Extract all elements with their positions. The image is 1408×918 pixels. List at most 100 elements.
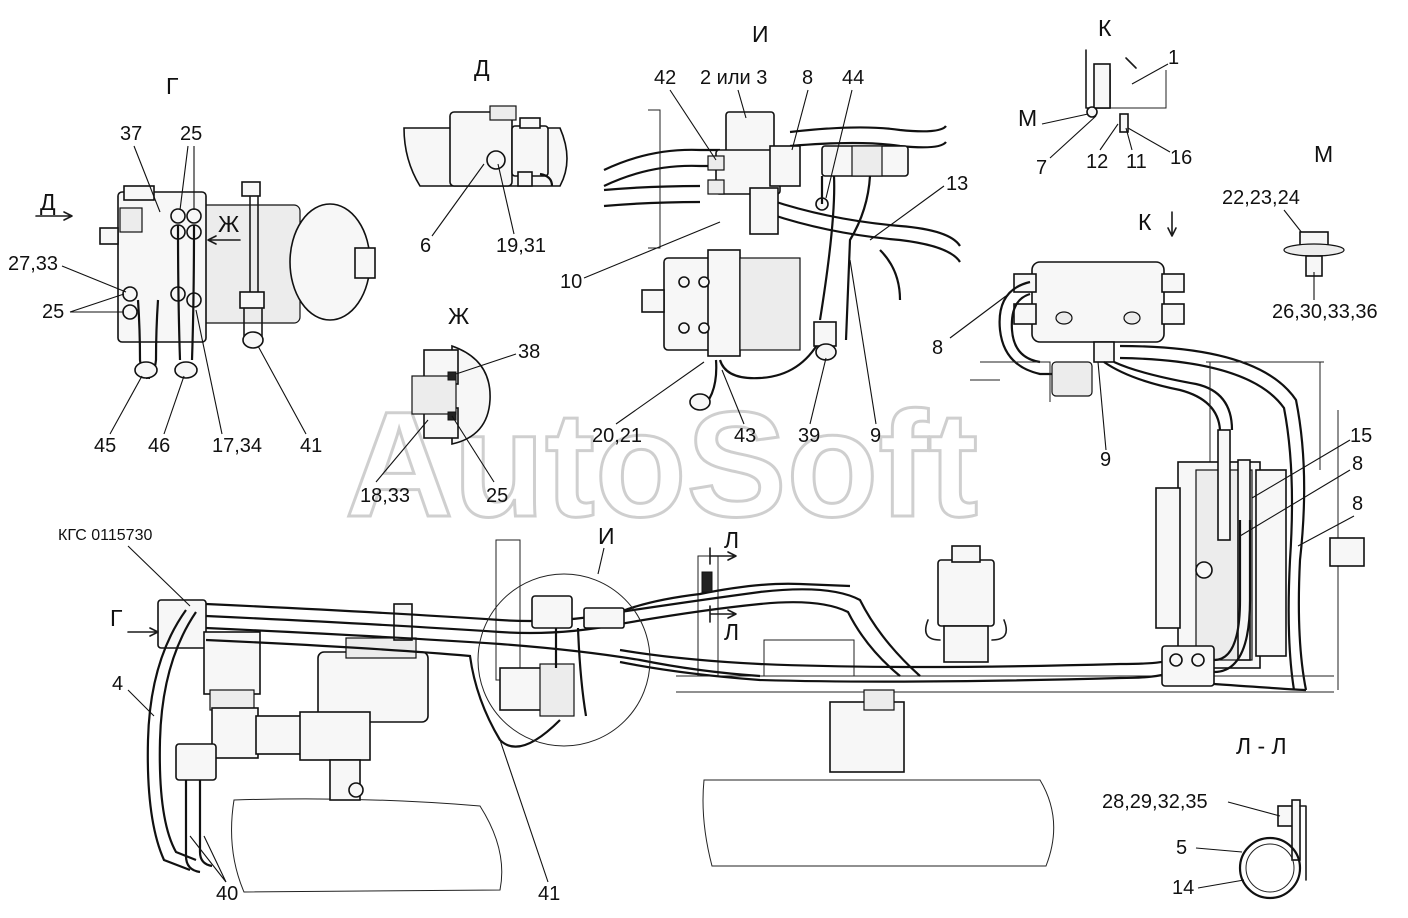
i-hose-upper-1	[603, 148, 720, 171]
g-hose-41-loop	[243, 307, 263, 337]
right-distributor-port-1	[1169, 653, 1183, 667]
mid-valve-arms	[924, 619, 1008, 641]
cooler-side-right	[1255, 469, 1287, 657]
g-hose-46-end	[174, 361, 198, 379]
callout-i-44: 44	[842, 67, 864, 89]
clamp-l	[701, 571, 713, 593]
callout-main-kgs: КГС 0115730	[58, 527, 152, 544]
view-label-g: Г	[166, 73, 179, 99]
leader-l-5	[1195, 847, 1243, 853]
i-hose-lower-2	[603, 200, 701, 208]
cooler-right-hub	[1329, 537, 1365, 567]
callout-g-25-left: 25	[42, 301, 64, 323]
i-valve-side	[769, 145, 801, 187]
k-bolt-7	[1086, 106, 1098, 118]
g-shaft	[354, 247, 376, 279]
callout-d-19-31: 19,31	[496, 235, 546, 257]
d-fitting	[486, 150, 506, 170]
callout-main-4: 4	[112, 673, 123, 695]
hose-40-a	[184, 780, 201, 874]
view-g: Г Д Ж 37	[8, 73, 376, 457]
circle-hose-b	[576, 627, 588, 717]
tank-hose-long-b	[1119, 356, 1296, 691]
callout-k-12: 12	[1086, 151, 1108, 173]
frame-ground-left	[231, 798, 503, 893]
l-hose-outer	[1238, 836, 1302, 900]
tank-cap-right	[1123, 311, 1141, 325]
leader-zh-18-33	[375, 419, 429, 483]
right-hose-bottom	[1213, 682, 1307, 692]
d-hose	[539, 172, 554, 187]
k-fitting-11	[1119, 113, 1129, 133]
leader-zh-25	[451, 415, 495, 483]
callout-i-8: 8	[802, 67, 813, 89]
leader-i-39	[809, 357, 827, 425]
mid-valve-foot	[943, 625, 989, 663]
view-arrow-k-label: К	[1138, 209, 1152, 235]
callout-k-16: 16	[1170, 147, 1192, 169]
cooler-center-plug	[1195, 561, 1213, 579]
callout-i-20-21: 20,21	[592, 425, 642, 447]
callout-k-11: 11	[1126, 151, 1147, 173]
g-hose-41-cap	[241, 181, 261, 197]
corrugated-hose-4b	[158, 611, 197, 862]
main-filter-block	[203, 631, 261, 695]
section-l-top-label: Л	[724, 527, 739, 553]
tank-hose-8b	[1010, 292, 1041, 364]
l-bracket	[1291, 799, 1301, 861]
i-fitting-39-end	[815, 343, 837, 361]
leader-d-19-31	[497, 163, 515, 235]
main-valve-lower	[211, 707, 259, 759]
i-hose-9	[844, 175, 872, 341]
section-l-l-label: Л - Л	[1236, 733, 1287, 759]
i-hose-right-1	[789, 125, 947, 134]
main-junction-box	[175, 743, 217, 781]
main-motor-bolt	[348, 782, 364, 798]
callout-l-28-29-32-35: 28,29,32,35	[1102, 791, 1208, 813]
section-l-l: Л - Л 28,29,32,35 5 14	[1102, 733, 1307, 900]
l-clip	[1299, 805, 1307, 881]
callout-r-9: 9	[1100, 449, 1111, 471]
circle-solenoid	[583, 607, 625, 629]
tank-outlet	[1093, 341, 1115, 363]
frame-ground-right	[702, 779, 1055, 867]
callout-l-14: 14	[1172, 877, 1194, 899]
callout-i-42: 42	[654, 67, 676, 89]
cooler-side-left	[1155, 487, 1181, 629]
leader-main-40	[189, 835, 227, 883]
tank-cap-left	[1055, 311, 1073, 325]
main-motor-post	[393, 603, 413, 641]
callout-k-1: 1	[1168, 47, 1179, 69]
i-hose-13-a	[769, 198, 961, 247]
view-label-zh: Ж	[448, 303, 469, 329]
i-fitting-39	[813, 321, 837, 347]
tank-body	[1031, 261, 1165, 343]
mid-valve-body	[937, 559, 995, 627]
g-fitting-6	[122, 304, 138, 320]
callout-g-37: 37	[120, 123, 142, 145]
i-pilot-mid	[851, 145, 883, 177]
d-solenoid	[511, 125, 549, 177]
main-hose-4	[205, 638, 561, 748]
leader-g-41	[257, 345, 307, 435]
view-d: Д 6 19,31	[403, 55, 568, 257]
rear-frame	[1206, 361, 1339, 690]
tank-hose-8	[998, 280, 1060, 376]
main-hose-return-b	[619, 660, 1171, 683]
view-arrow-d	[35, 211, 73, 221]
rear-frame-left	[970, 361, 1051, 402]
view-arrow-m-label: М	[1018, 105, 1037, 131]
callout-r-8-a: 8	[1352, 453, 1363, 475]
i-fitting-b	[707, 179, 725, 195]
callout-zh-18-33: 18,33	[360, 485, 410, 507]
callout-i-39: 39	[798, 425, 820, 447]
leader-g-17-34	[195, 309, 223, 435]
corrugated-hose-4	[146, 609, 191, 872]
leader-k-12	[1099, 123, 1119, 151]
leader-i-13	[869, 185, 945, 241]
callout-g-46: 46	[148, 435, 170, 457]
k-tank-outline	[1104, 70, 1167, 109]
leader-g-45	[109, 375, 143, 435]
callout-r-8-b: 8	[1352, 493, 1363, 515]
main-hose-1	[205, 588, 921, 677]
